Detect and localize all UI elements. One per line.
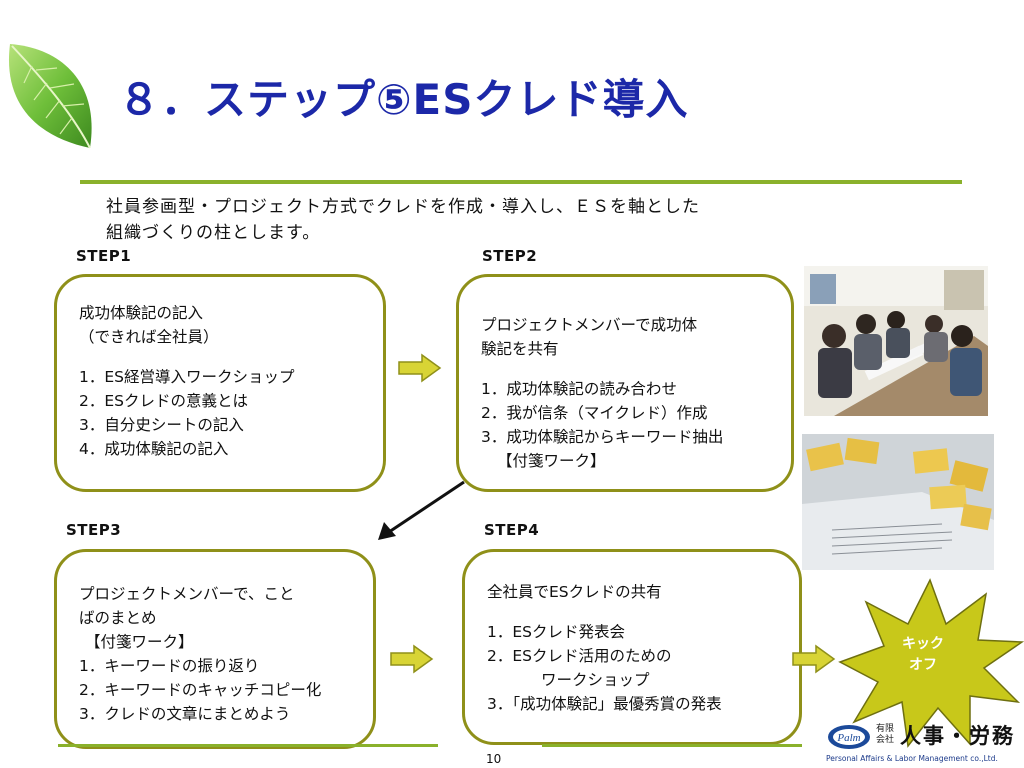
kickoff-line-1: キック <box>902 636 944 652</box>
step4-label: STEP4 <box>484 521 540 539</box>
step3-label: STEP3 <box>66 521 122 539</box>
palm-logo-text: Palm <box>836 732 860 744</box>
logo-small-1: 有限 <box>876 724 895 734</box>
step2-heading-2: 験記を共有 <box>481 340 559 358</box>
step1-item-2: 2．ESクレドの意義とは <box>79 392 248 410</box>
step4-item-4: 3．「成功体験記」最優秀賞の発表 <box>487 695 722 713</box>
step2-box: プロジェクトメンバーで成功体 験記を共有 1．成功体験記の読み合わせ 2．我が信… <box>456 274 794 492</box>
company-logo: Palm 有限 会社 人事・労務 Personal Affairs & Labo… <box>824 718 1024 768</box>
intro-line-2: 組織づくりの柱とします。 <box>106 223 321 243</box>
logo-name: 人事・労務 <box>900 724 1015 748</box>
step4-item-3: ワークショップ <box>541 671 650 689</box>
step3-item-3: 2．キーワードのキャッチコピー化 <box>79 681 322 699</box>
step2-item-3: 3．成功体験記からキーワード抽出 <box>481 428 724 446</box>
arrow-right-icon <box>792 644 836 674</box>
step2-item-4: 【付箋ワーク】 <box>497 452 606 470</box>
page-title: ８．ステップ⑤ESクレド導入 <box>118 75 689 124</box>
step3-heading-1: プロジェクトメンバーで、こと <box>79 585 295 603</box>
title-divider <box>80 180 962 184</box>
arrow-diagonal-icon <box>378 480 465 540</box>
step4-box: 全社員でESクレドの共有 1．ESクレド発表会 2．ESクレド活用のための ワー… <box>462 549 802 745</box>
step4-item-1: 1．ESクレド発表会 <box>487 623 625 641</box>
step3-heading-2: ばのまとめ <box>79 609 157 627</box>
arrow-right-icon <box>390 644 434 674</box>
step4-item-2: 2．ESクレド活用のための <box>487 647 672 665</box>
page-number: 10 <box>486 752 502 766</box>
bottom-divider-left <box>58 744 438 747</box>
step1-item-4: 4．成功体験記の記入 <box>79 440 229 458</box>
intro-text: 社員参画型・プロジェクト方式でクレドを作成・導入し、ＥＳを軸とした 組織づくりの… <box>106 194 700 246</box>
kickoff-burst-icon <box>838 578 1024 748</box>
step3-item-4: 3．クレドの文章にまとめよう <box>79 705 291 723</box>
kickoff-line-2: オフ <box>909 657 937 673</box>
step1-heading-2: （できれば全社員） <box>79 328 219 346</box>
meeting-photo <box>804 266 988 416</box>
step1-item-3: 3．自分史シートの記入 <box>79 416 244 434</box>
bottom-divider-right <box>542 744 802 747</box>
step1-item-1: 1．ES経営導入ワークショップ <box>79 368 295 386</box>
step1-heading-1: 成功体験記の記入 <box>79 304 204 322</box>
logo-subtitle: Personal Affairs & Labor Management co.,… <box>826 754 998 763</box>
kickoff-text: キック オフ <box>878 634 968 676</box>
step1-box: 成功体験記の記入 （できれば全社員） 1．ES経営導入ワークショップ 2．ESク… <box>54 274 386 492</box>
step2-item-2: 2．我が信条（マイクレド）作成 <box>481 404 708 422</box>
step4-heading-1: 全社員でESクレドの共有 <box>487 583 662 601</box>
step2-label: STEP2 <box>482 247 538 265</box>
step2-item-1: 1．成功体験記の読み合わせ <box>481 380 677 398</box>
leaf-image <box>8 44 92 149</box>
sticky-notes-photo <box>802 434 994 570</box>
step1-label: STEP1 <box>76 247 132 265</box>
step3-item-2: 1．キーワードの振り返り <box>79 657 260 675</box>
step3-box: プロジェクトメンバーで、こと ばのまとめ 【付箋ワーク】 1．キーワードの振り返… <box>54 549 376 749</box>
intro-line-1: 社員参画型・プロジェクト方式でクレドを作成・導入し、ＥＳを軸とした <box>106 197 700 217</box>
arrow-right-icon <box>398 353 442 383</box>
step3-item-1: 【付箋ワーク】 <box>85 633 194 651</box>
logo-small-2: 会社 <box>876 735 895 745</box>
step2-heading-1: プロジェクトメンバーで成功体 <box>481 316 698 334</box>
palm-logo-icon: Palm <box>828 725 870 749</box>
